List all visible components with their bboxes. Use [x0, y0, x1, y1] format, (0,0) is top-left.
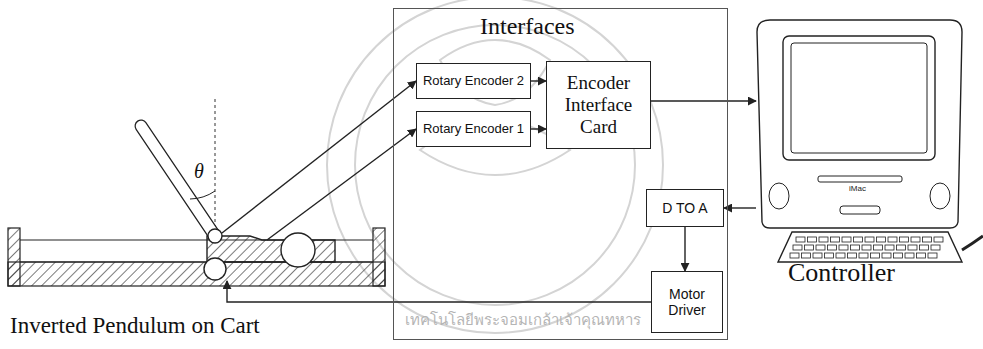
- key: [831, 237, 840, 242]
- watermark-seal: [327, 0, 663, 333]
- key: [802, 253, 811, 258]
- key: [888, 237, 897, 242]
- track: [8, 228, 385, 286]
- key: [796, 237, 805, 242]
- key: [908, 245, 917, 250]
- signal-arrow: [724, 207, 756, 208]
- key: [894, 253, 903, 258]
- signal-arrow: [651, 100, 756, 101]
- process-box: Rotary Encoder 2: [416, 63, 531, 99]
- key: [920, 245, 929, 250]
- key: [854, 237, 863, 242]
- box-label: Rotary Encoder 1: [423, 122, 524, 137]
- key: [900, 237, 909, 242]
- key: [805, 245, 814, 250]
- key: [905, 253, 914, 258]
- key: [836, 253, 845, 258]
- signal-arrow: [684, 227, 685, 271]
- node-heading: Controller: [788, 258, 895, 288]
- key: [808, 237, 817, 242]
- key: [859, 253, 868, 258]
- computer: [757, 20, 983, 262]
- box-label: D TO A: [662, 200, 707, 216]
- interfaces-group: InterfacesRotary Encoder 2 Rotary Encoder…: [393, 8, 728, 340]
- process-box: Encoder Interface Card: [546, 61, 651, 149]
- key: [931, 245, 940, 250]
- watermark: เทคโนโลยีพระจอมเกล้าเจ้าคุณทหาร: [405, 308, 641, 332]
- key: [897, 245, 906, 250]
- key: [911, 237, 920, 242]
- key: [934, 237, 943, 242]
- node-heading: Inverted Pendulum on Cart: [10, 313, 260, 339]
- key: [790, 253, 799, 258]
- key: [842, 237, 851, 242]
- cart: [204, 233, 335, 280]
- key: [882, 253, 891, 258]
- signal-arrow: [227, 281, 651, 302]
- process-box: Rotary Encoder 1: [416, 111, 531, 147]
- box-label: Motor Driver: [655, 286, 719, 318]
- key: [851, 245, 860, 250]
- key: [877, 237, 886, 242]
- box-label: Encoder Interface Card: [550, 72, 647, 138]
- angle-symbol: θ: [194, 160, 204, 183]
- key: [816, 245, 825, 250]
- signal-arrow: [222, 81, 416, 233]
- key: [839, 245, 848, 250]
- key: [828, 245, 837, 250]
- signal-arrow: [531, 80, 546, 81]
- key: [825, 253, 834, 258]
- key: [874, 245, 883, 250]
- key: [813, 253, 822, 258]
- key: [923, 237, 932, 242]
- controller-computer: Controller: [742, 10, 980, 340]
- process-box: D TO A: [646, 189, 724, 227]
- key: [819, 237, 828, 242]
- key: [848, 253, 857, 258]
- key: [928, 253, 937, 258]
- signal-arrow: [531, 128, 546, 129]
- box-label: Rotary Encoder 2: [423, 74, 524, 89]
- key: [862, 245, 871, 250]
- key: [865, 237, 874, 242]
- pendulum-cart: Inverted Pendulum on Cart: [5, 95, 395, 345]
- node-heading: Interfaces: [480, 13, 575, 41]
- key: [871, 253, 880, 258]
- key: [917, 253, 926, 258]
- brand-text: iMac: [849, 184, 866, 193]
- process-box: Motor Driver: [651, 271, 723, 333]
- pendulum: [141, 98, 222, 243]
- key: [793, 245, 802, 250]
- key: [885, 245, 894, 250]
